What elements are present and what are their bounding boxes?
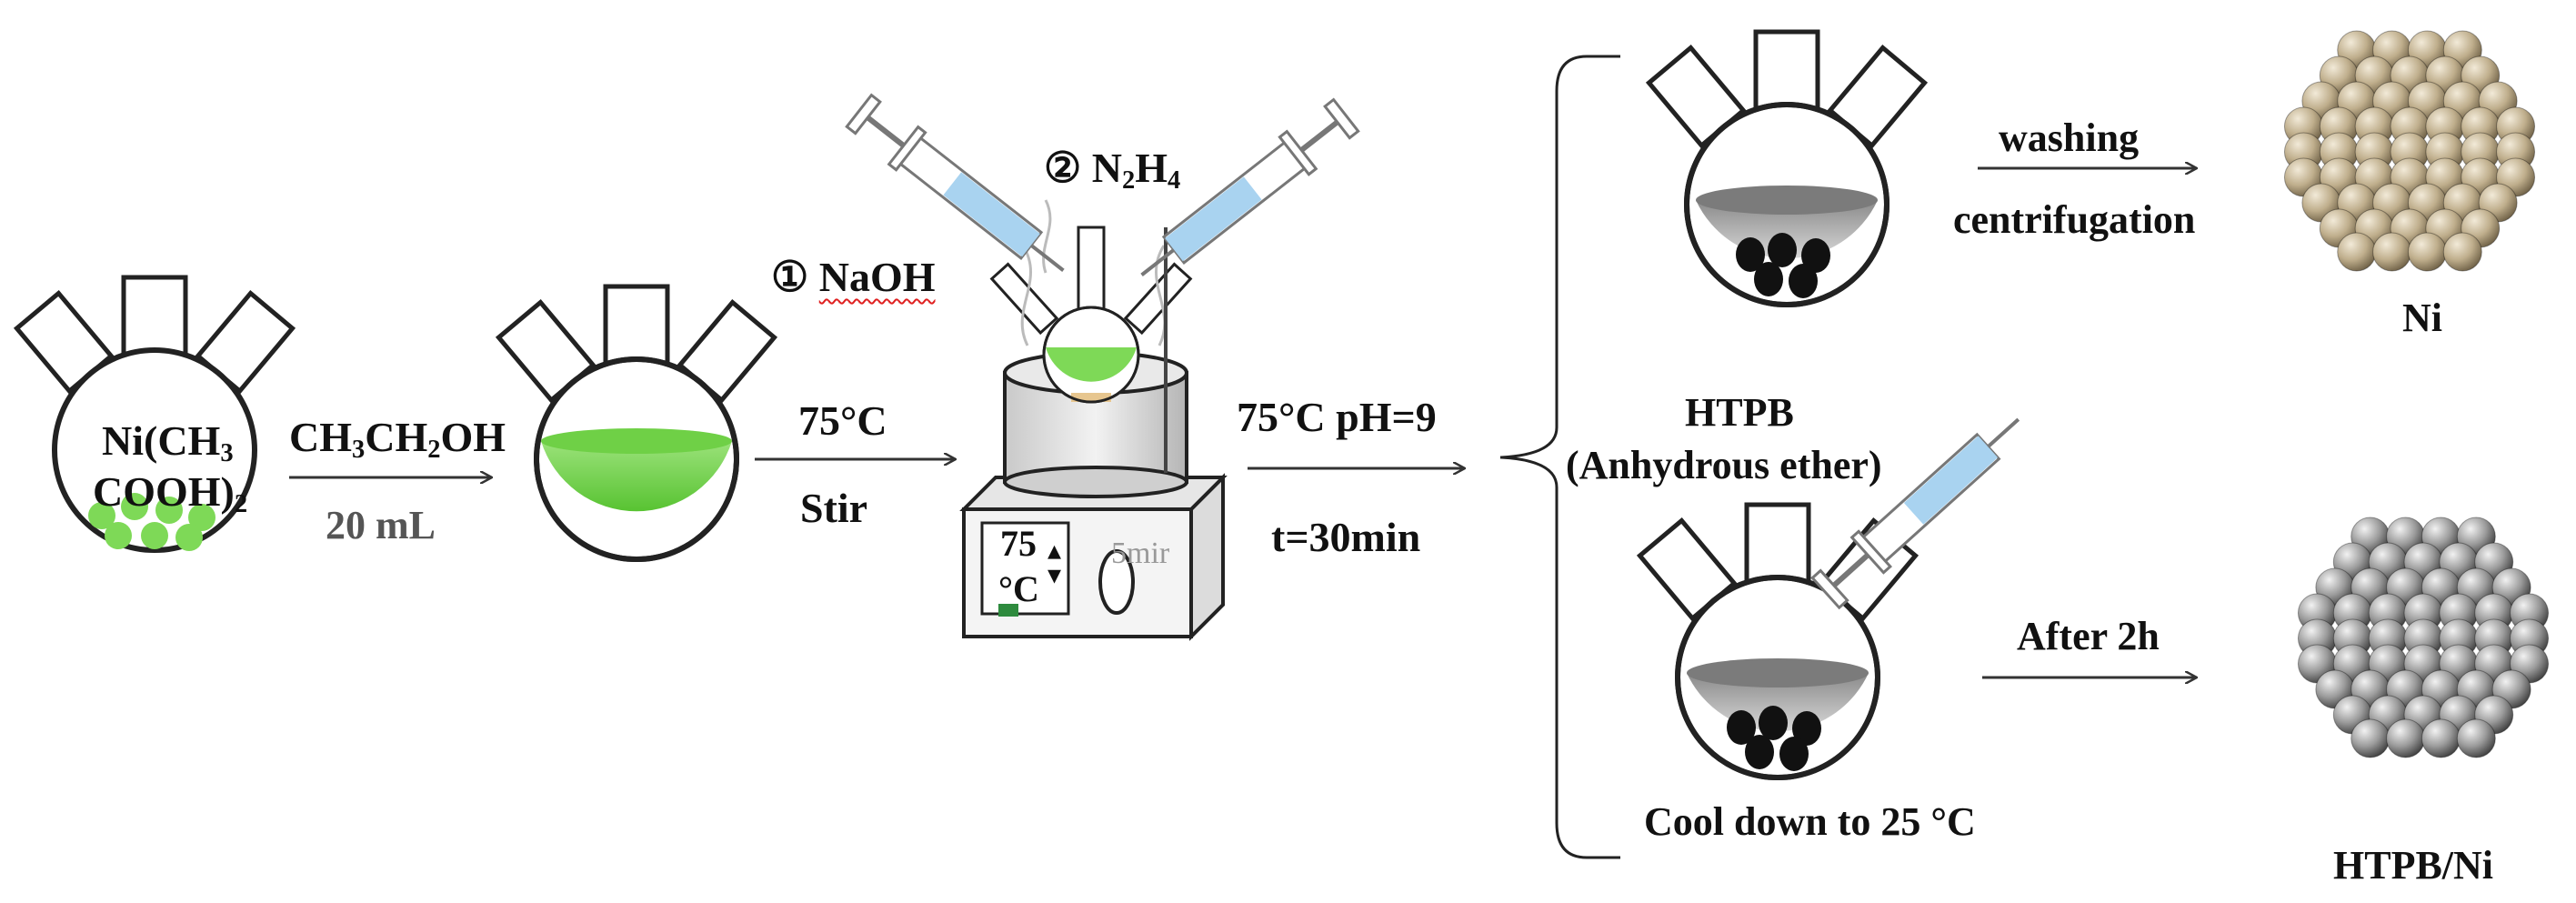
black-particles (1736, 233, 1830, 298)
sphere (2407, 232, 2447, 272)
reactant-flask (16, 277, 292, 551)
washing-flask (1649, 32, 1924, 307)
hotplate-display-unit: °C (998, 568, 1039, 609)
hotplate-display-temp: 75 (1000, 523, 1037, 564)
reaction-time: t=30min (1271, 514, 1421, 560)
hotplate-knob-label: 5mir (1111, 537, 1170, 570)
sphere (2337, 232, 2377, 272)
centrifugation-label: centrifugation (1953, 197, 2196, 242)
htpb-label: HTPB (1685, 390, 1794, 435)
reaction-conditions: 75°C pH=9 (1237, 394, 1437, 440)
syringe-n2h4 (1128, 96, 1361, 293)
syringe-htpb (1810, 402, 2035, 610)
temperature-label: 75°C (798, 397, 887, 444)
steam (1020, 199, 1167, 346)
sphere (2386, 718, 2426, 758)
after-2h-label: After 2h (2017, 614, 2160, 658)
green-solution-flask (498, 286, 774, 562)
branch-bracket (1499, 55, 1620, 859)
reagent-n2h4: ② N2H4 (1044, 145, 1181, 196)
htpb-ni-nanoparticle-cluster (2297, 517, 2550, 758)
green-particles (88, 493, 216, 551)
hotplate-arrows-icon: ▴▾ (1047, 536, 1062, 590)
washing-label: washing (1999, 115, 2140, 160)
sphere (2350, 718, 2391, 758)
stir-label: Stir (800, 485, 868, 531)
reagent-naoh: ① NaOH (771, 254, 936, 300)
reaction-flask (989, 226, 1193, 404)
sphere (2372, 232, 2412, 272)
sphere (2442, 232, 2482, 272)
htpb-ni-product-label: HTPB/Ni (2333, 843, 2494, 888)
sphere (2421, 718, 2461, 758)
ni-product-label: Ni (2402, 296, 2442, 340)
reaction-setup (845, 92, 1361, 641)
ni-nanoparticle-cluster (2283, 30, 2536, 272)
reactant-label-line2: COOH)2 (93, 468, 248, 519)
solvent-label: CH3CH2OH (289, 414, 506, 465)
anhydrous-ether-label: (Anhydrous ether) (1566, 443, 1882, 487)
reactant-label-line1: Ni(CH3 (102, 417, 234, 468)
black-particles (1727, 706, 1821, 771)
htpb-flask (1639, 505, 1915, 780)
solvent-volume: 20 mL (326, 503, 436, 547)
sphere (2456, 718, 2496, 758)
cool-down-label: Cool down to 25 °C (1644, 799, 1976, 844)
